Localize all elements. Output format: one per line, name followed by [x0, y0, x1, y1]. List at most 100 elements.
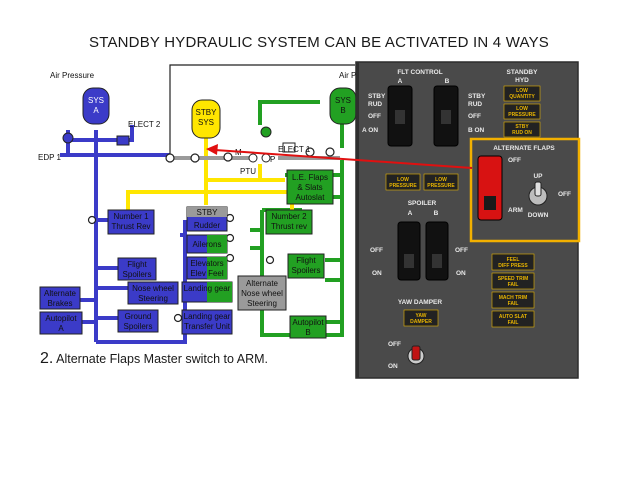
svg-text:QUANTITY: QUANTITY [509, 94, 535, 100]
caption-number: 2. [40, 350, 54, 367]
stby-rud-on-light: STBY RUD ON [503, 121, 541, 138]
svg-text:A ON: A ON [362, 127, 378, 134]
nose-wheel-box: Nose wheel Steering [127, 281, 179, 305]
svg-text:OFF: OFF [558, 191, 571, 198]
svg-text:DOWN: DOWN [528, 212, 549, 219]
svg-text:Nose wheel: Nose wheel [132, 284, 174, 293]
svg-text:B: B [445, 78, 450, 85]
landing-gear-box: Landing gear [181, 281, 233, 303]
low-pressure-a-light: LOW PRESSURE [385, 173, 421, 191]
standby-lines [126, 135, 294, 210]
svg-text:SPEED TRIM: SPEED TRIM [498, 276, 529, 282]
flight-spoilers-a-box: Flight Spoilers [117, 257, 157, 281]
svg-text:Steering: Steering [138, 294, 168, 303]
svg-text:B: B [434, 210, 439, 217]
svg-text:Elev Feel: Elev Feel [190, 269, 224, 278]
landing-gear-transfer-box: Landing gear Transfer Unit [181, 309, 233, 335]
ground-spoilers-box: Ground Spoilers [117, 309, 159, 333]
svg-text:& Slats: & Slats [297, 183, 322, 192]
svg-text:Ailerons: Ailerons [193, 240, 222, 249]
sys-a-label-1: SYS [88, 96, 104, 105]
svg-text:HYD: HYD [515, 77, 529, 84]
svg-text:ALTERNATE FLAPS: ALTERNATE FLAPS [493, 145, 555, 152]
svg-text:FEEL: FEEL [507, 257, 520, 263]
pump-p-label: P [270, 155, 275, 164]
low-pressure-light: LOW PRESSURE [503, 103, 541, 120]
svg-text:Spoilers: Spoilers [292, 266, 321, 275]
sys-a-reservoir: SYS A [82, 87, 110, 125]
svg-text:ON: ON [388, 363, 398, 370]
elect2-label: ELECT 2 [128, 120, 161, 129]
svg-text:A: A [398, 78, 403, 85]
sys-b-label-2: B [340, 106, 345, 115]
svg-text:STBY: STBY [468, 93, 486, 100]
page-title: STANDBY HYDRAULIC SYSTEM CAN BE ACTIVATE… [88, 34, 549, 51]
low-pressure-b-light: LOW PRESSURE [423, 173, 459, 191]
svg-text:Number 1: Number 1 [113, 212, 149, 221]
svg-text:OFF: OFF [370, 247, 383, 254]
svg-text:RUD: RUD [468, 101, 482, 108]
alt-nose-wheel-box: Alternate Nose wheel Steering [237, 275, 287, 311]
svg-text:DIFF PRESS: DIFF PRESS [498, 263, 528, 269]
air-pressure-a-label: Air Pressure [50, 71, 95, 80]
alternate-flaps-master-switch[interactable] [477, 155, 503, 221]
spoiler-b-switch-guard[interactable] [425, 221, 449, 281]
svg-text:LOW: LOW [435, 177, 447, 183]
feel-diff-press-light: FEEL DIFF PRESS [491, 253, 535, 271]
svg-text:ON: ON [372, 270, 382, 277]
svg-text:Landing gear: Landing gear [184, 312, 231, 321]
svg-text:Flight: Flight [127, 260, 147, 269]
svg-text:B: B [305, 328, 310, 337]
svg-text:STBY: STBY [515, 124, 529, 130]
ailerons-box: Ailerons [186, 234, 228, 254]
svg-text:FAIL: FAIL [508, 320, 519, 326]
svg-text:Autopilot: Autopilot [292, 318, 324, 327]
stby-reservoir: STBY SYS [191, 99, 221, 139]
thrust-rev-1-box: Number 1 Thrust Rev [107, 209, 155, 235]
elevators-box: Elevators Elev Feel [186, 256, 228, 280]
svg-text:MACH TRIM: MACH TRIM [499, 295, 528, 301]
flight-spoilers-b-box: Flight Spoilers [287, 253, 325, 279]
yaw-damper-switch[interactable] [407, 345, 425, 365]
thrust-rev-2-box: Number 2 Thrust rev [265, 209, 313, 235]
svg-text:RUD ON: RUD ON [512, 130, 532, 136]
black-frame-line [169, 64, 355, 155]
svg-text:Thrust rev: Thrust rev [271, 222, 307, 231]
sys-a-label-2: A [93, 106, 99, 115]
spoiler-a-switch-guard[interactable] [397, 221, 421, 281]
svg-text:OFF: OFF [508, 157, 521, 164]
speed-trim-fail-light: SPEED TRIM FAIL [491, 272, 535, 290]
svg-text:Steering: Steering [247, 299, 277, 308]
edp1-label: EDP 1 [38, 153, 62, 162]
sys-b-reservoir: SYS B [329, 87, 357, 125]
alt-brakes-box: Alternate Brakes [39, 286, 81, 310]
alternate-flaps-position-switch[interactable] [528, 181, 548, 206]
air-pressure-b-label: Air P [339, 71, 356, 80]
svg-text:A: A [408, 210, 413, 217]
svg-text:Brakes: Brakes [48, 299, 73, 308]
svg-text:STBY: STBY [197, 208, 219, 217]
svg-text:Elevators: Elevators [190, 259, 223, 268]
svg-text:UP: UP [533, 173, 543, 180]
svg-text:OFF: OFF [388, 341, 401, 348]
svg-text:YAW: YAW [416, 313, 427, 319]
stby-label-2: SYS [198, 118, 214, 127]
svg-text:Autopilot: Autopilot [45, 314, 77, 323]
stby-label-1: STBY [196, 108, 218, 117]
mach-trim-fail-light: MACH TRIM FAIL [491, 291, 535, 309]
svg-text:Autoslat: Autoslat [296, 193, 326, 202]
svg-text:Flight: Flight [296, 256, 316, 265]
svg-text:Ground: Ground [125, 312, 152, 321]
le-flaps-box: L.E. Flaps & Slats Autoslat [286, 169, 334, 205]
sys-b-label-1: SYS [335, 96, 351, 105]
svg-text:Transfer Unit: Transfer Unit [184, 322, 231, 331]
svg-text:Spoilers: Spoilers [123, 270, 152, 279]
svg-text:OFF: OFF [368, 113, 381, 120]
svg-text:Number 2: Number 2 [271, 212, 307, 221]
svg-text:ON: ON [456, 270, 466, 277]
autopilot-b-box: Autopilot B [289, 315, 327, 339]
svg-text:STBY: STBY [368, 93, 386, 100]
svg-text:PRESSURE: PRESSURE [389, 183, 417, 189]
svg-text:RUD: RUD [368, 101, 382, 108]
